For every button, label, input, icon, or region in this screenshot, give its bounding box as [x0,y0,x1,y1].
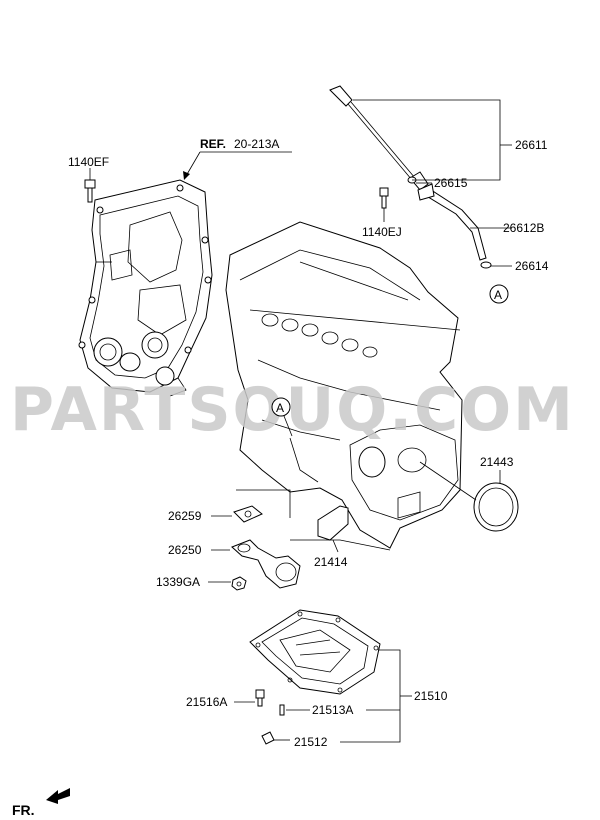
o-ring-26614 [480,261,492,269]
oil-strainer [231,539,301,589]
bolt-1140ej [379,187,389,209]
watermark-text: PARTSOUQ.COM [10,375,575,445]
drain-plug [255,689,265,707]
label-1140ef: 1140EF [68,155,109,169]
bolt-1140ef [84,179,96,203]
label-21513a: 21513A [312,703,353,717]
nut-1339ga [231,576,247,591]
leader-lines [89,99,512,743]
label-26611: 26611 [515,138,548,152]
label-1339ga: 1339GA [156,575,200,589]
reference-code: 20-213A [234,137,279,151]
timing-chain-cover [78,179,213,397]
dipstick-guide-tube [417,183,487,261]
label-21414: 21414 [314,555,348,569]
oil-dipstick [329,85,429,191]
oil-baffle [317,505,349,541]
front-direction-marker: FR. [12,788,70,818]
bolt-21512 [261,731,275,745]
label-21516a: 21516A [186,695,227,709]
engine-block [225,221,463,549]
label-26612b: 26612B [503,221,544,235]
oil-pan [249,609,381,695]
reference-label: REF. 20-213A [200,137,279,151]
label-26614: 26614 [515,259,549,273]
front-arrow-icon [46,788,70,804]
label-21512: 21512 [294,735,328,749]
label-26250: 26250 [168,543,202,557]
front-marker-label: FR. [12,802,35,818]
reference-prefix: REF. [200,137,226,151]
label-21510: 21510 [414,689,448,703]
label-26259: 26259 [168,509,202,523]
label-1140ej: 1140EJ [362,225,402,239]
label-21443: 21443 [480,455,514,469]
label-26615: 26615 [434,176,468,190]
gasket-26259 [233,505,263,523]
drain-plug-gasket [279,704,285,716]
rear-oil-seal [473,482,519,532]
callout-a-engine-letter: A [276,401,284,415]
callout-a-engine: A [271,397,293,437]
callout-a-top-letter: A [494,288,502,302]
callout-a-top: A [489,284,509,304]
